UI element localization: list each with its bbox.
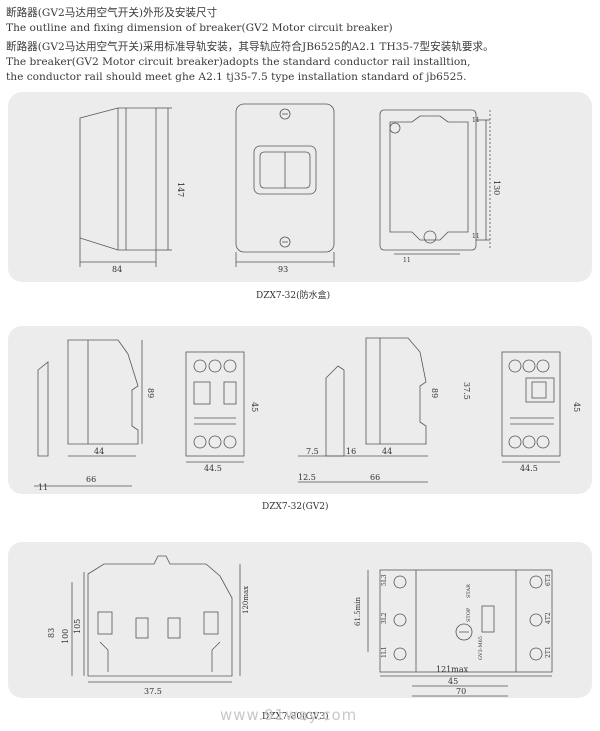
dim-83: 83 xyxy=(47,628,56,638)
dim-45-a: 45 xyxy=(250,402,259,412)
dim-11-a: 11 xyxy=(472,117,480,124)
dim-44-b: 44 xyxy=(382,447,392,456)
panel-gv2: 89 44 66 11 45 44.5 7.5 16 44 12.5 66 89… xyxy=(8,326,592,494)
caption-waterproof-box: DZX7-32(防水盒) xyxy=(256,291,331,301)
panel-gv3: 83 100 105 120max 37.5 61.5min 121max 45… xyxy=(8,542,592,698)
label-star: STAR xyxy=(466,584,472,598)
caption-gv2: DZX7-32(GV2) xyxy=(262,502,329,512)
drawing-waterproof-box xyxy=(79,103,491,267)
dim-37-5: 37.5 xyxy=(462,382,471,400)
dim-120max: 120max xyxy=(242,586,250,614)
header-line-5: the conductor rail should meet ghe A2.1 … xyxy=(6,71,467,83)
label-2t1: 2T1 xyxy=(545,646,552,658)
drawing-gv2 xyxy=(34,337,561,487)
dim-37-5: 37.5 xyxy=(144,687,162,696)
label-3l2: 3L2 xyxy=(381,612,388,624)
dim-12-5: 12.5 xyxy=(298,473,316,482)
dim-45: 45 xyxy=(448,677,458,686)
dims-waterproof-box: 84 147 93 130 11 11 11 xyxy=(112,117,501,274)
dim-16: 16 xyxy=(346,447,356,456)
dims-gv2: 89 44 66 11 45 44.5 7.5 16 44 12.5 66 89… xyxy=(38,382,581,492)
dim-121max: 121max xyxy=(436,665,469,674)
dim-130: 130 xyxy=(492,180,501,195)
dim-66-b: 66 xyxy=(370,473,380,482)
label-4t2: 4T2 xyxy=(545,612,552,624)
dim-44-a: 44 xyxy=(94,447,104,456)
dim-84: 84 xyxy=(112,265,122,274)
panel-waterproof-box: 84 147 93 130 11 11 11 xyxy=(8,92,592,282)
dim-70: 70 xyxy=(456,687,466,696)
label-1l1: 1L1 xyxy=(381,646,388,658)
label-stop: STOP xyxy=(466,607,472,622)
dim-11: 11 xyxy=(38,483,48,492)
dim-105: 105 xyxy=(73,619,82,634)
header-line-4: The breaker(GV2 Motor circuit breaker)ad… xyxy=(6,56,471,68)
header-line-3: 断路器(GV2马达用空气开关)采用标准导轨安装，其导轨应符合JB6525的A2.… xyxy=(6,41,494,53)
label-5l3: 5L3 xyxy=(381,574,388,586)
dim-45-b: 45 xyxy=(572,402,581,412)
dim-11-b: 11 xyxy=(472,233,480,240)
dim-11-c: 11 xyxy=(403,257,411,264)
dim-44-5-b: 44.5 xyxy=(520,464,538,473)
dim-44-5-a: 44.5 xyxy=(204,464,222,473)
dim-93: 93 xyxy=(278,265,288,274)
drawing-gv3 xyxy=(71,555,553,697)
dim-89-a: 89 xyxy=(146,388,155,398)
dim-147: 147 xyxy=(176,182,185,197)
label-model: GV3-M65 xyxy=(478,636,484,660)
dim-7-5: 7.5 xyxy=(306,447,319,456)
label-6t3: 6T3 xyxy=(545,574,552,586)
header-line-2: The outline and fixing dimension of brea… xyxy=(6,22,393,34)
dim-61-5min: 61.5min xyxy=(354,597,362,626)
watermark: www.91way.com xyxy=(220,706,358,724)
caption-gv3: DZX7-80(GV3) xyxy=(262,712,329,722)
header-line-1: 断路器(GV2马达用空气开关)外形及安装尺寸 xyxy=(6,7,218,19)
dims-gv3: 83 100 105 120max 37.5 61.5min 121max 45… xyxy=(47,574,552,696)
dim-100: 100 xyxy=(61,629,70,644)
dim-89-b: 89 xyxy=(430,388,439,398)
dim-66-a: 66 xyxy=(86,475,96,484)
